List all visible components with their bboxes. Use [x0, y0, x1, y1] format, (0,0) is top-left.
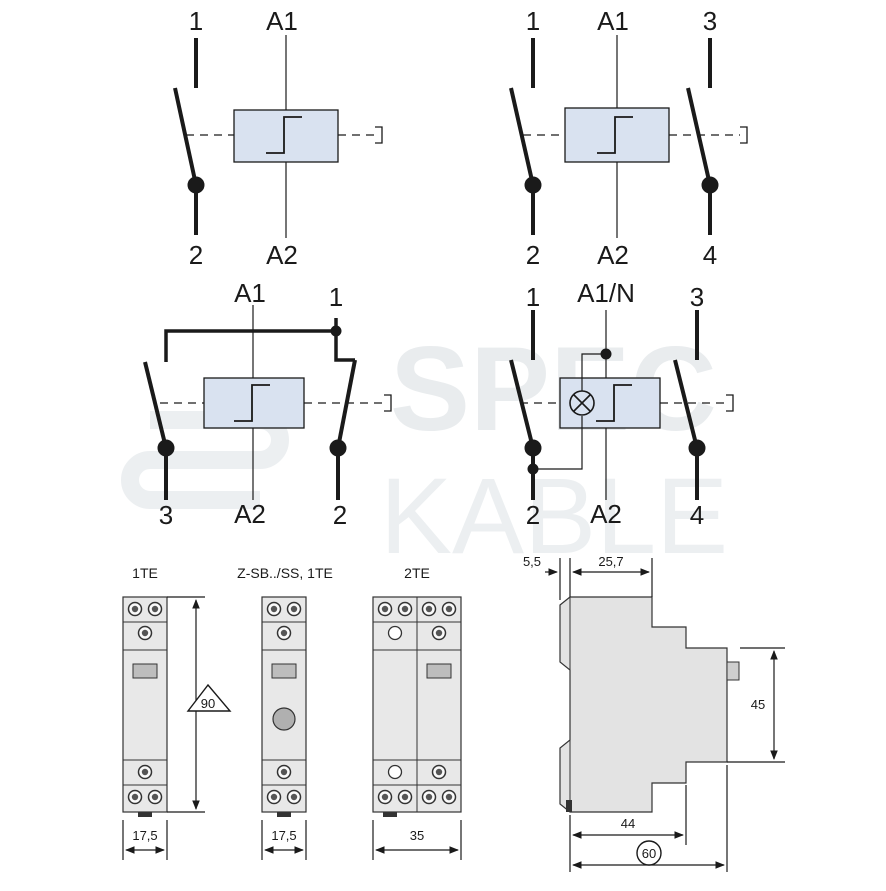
- coil-box: [203, 377, 305, 429]
- s1-coil-bottom-label: A2: [266, 240, 298, 270]
- coil-box: [233, 109, 339, 163]
- s2-contact-b-bottom-label: 4: [703, 240, 717, 270]
- watermark: SPEC KABLE: [121, 322, 728, 576]
- s1-bottom-contact-label: 2: [189, 240, 203, 270]
- module-1te: [122, 596, 168, 817]
- dim-side-d4: 44: [621, 816, 635, 831]
- watermark-logo: [121, 411, 289, 509]
- s3-coil-top-label: A1: [234, 278, 266, 308]
- schematic-4: [509, 310, 734, 500]
- s4-contact-b-bottom-label: 4: [690, 500, 704, 530]
- dim-2te-width: 35: [410, 828, 424, 843]
- dim-side-d1: 5,5: [523, 554, 541, 569]
- s2-coil-bottom-label: A2: [597, 240, 629, 270]
- s3-common-top-label: 1: [329, 282, 343, 312]
- module-1te-label: 1TE: [132, 565, 158, 581]
- dim-side-d2: 25,7: [598, 554, 623, 569]
- s2-contact-a-top-label: 1: [526, 6, 540, 36]
- dim-side-d5: 60: [642, 846, 656, 861]
- dim-side-d3: 45: [751, 697, 765, 712]
- s3-contact-left-bottom-label: 3: [159, 500, 173, 530]
- s2-contact-a-bottom-label: 2: [526, 240, 540, 270]
- schematic-2: [509, 35, 748, 238]
- lamp-icon: [569, 390, 595, 416]
- indicator-window: [271, 663, 297, 679]
- dim-1te-height: 90: [201, 696, 215, 711]
- schematic-1: [173, 35, 383, 238]
- s4-coil-bottom-label: A2: [590, 499, 622, 529]
- s4-coil-top-label: A1/N: [577, 278, 635, 308]
- watermark-line2: KABLE: [380, 455, 728, 576]
- module-2te-label: 2TE: [404, 565, 430, 581]
- s1-coil-top-label: A1: [266, 6, 298, 36]
- s3-contact-right-bottom-label: 2: [333, 500, 347, 530]
- watermark-line1: SPEC: [390, 322, 717, 456]
- selector-knob-icon: [272, 707, 296, 731]
- s3-coil-bottom-label: A2: [234, 499, 266, 529]
- s1-top-contact-label: 1: [189, 6, 203, 36]
- side-view: [559, 596, 740, 813]
- schematic-3: [143, 305, 392, 500]
- module-2te: [372, 596, 462, 817]
- indicator-window: [426, 663, 452, 679]
- s2-coil-top-label: A1: [597, 6, 629, 36]
- indicator-window: [132, 663, 158, 679]
- s4-contact-a-bottom-label: 2: [526, 500, 540, 530]
- module-zsb-label: Z-SB../SS, 1TE: [237, 565, 333, 581]
- dim-1te-width: 17,5: [132, 828, 157, 843]
- s4-contact-a-top-label: 1: [526, 282, 540, 312]
- dim-zsb-width: 17,5: [271, 828, 296, 843]
- s4-contact-b-top-label: 3: [690, 282, 704, 312]
- module-zsb: [261, 596, 307, 817]
- s2-contact-b-top-label: 3: [703, 6, 717, 36]
